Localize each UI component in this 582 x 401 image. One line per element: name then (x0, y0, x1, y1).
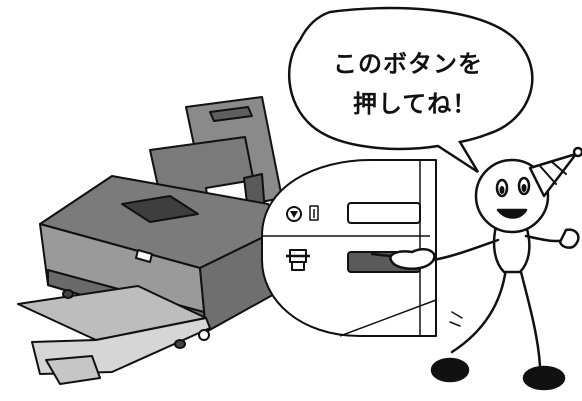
speech-bubble-line-1: このボタンを (333, 50, 483, 78)
speech-bubble (287, 6, 534, 174)
paper-feed-button-icon (286, 249, 310, 271)
resume-cancel-icon (286, 205, 319, 222)
button-closeup (261, 159, 437, 337)
resume-cancel-button (347, 202, 421, 224)
printer-icon (17, 96, 297, 385)
party-hat-icon (528, 146, 582, 198)
speech-bubble-line-2: 押してね！ (353, 90, 478, 118)
mascot-character (370, 146, 582, 391)
